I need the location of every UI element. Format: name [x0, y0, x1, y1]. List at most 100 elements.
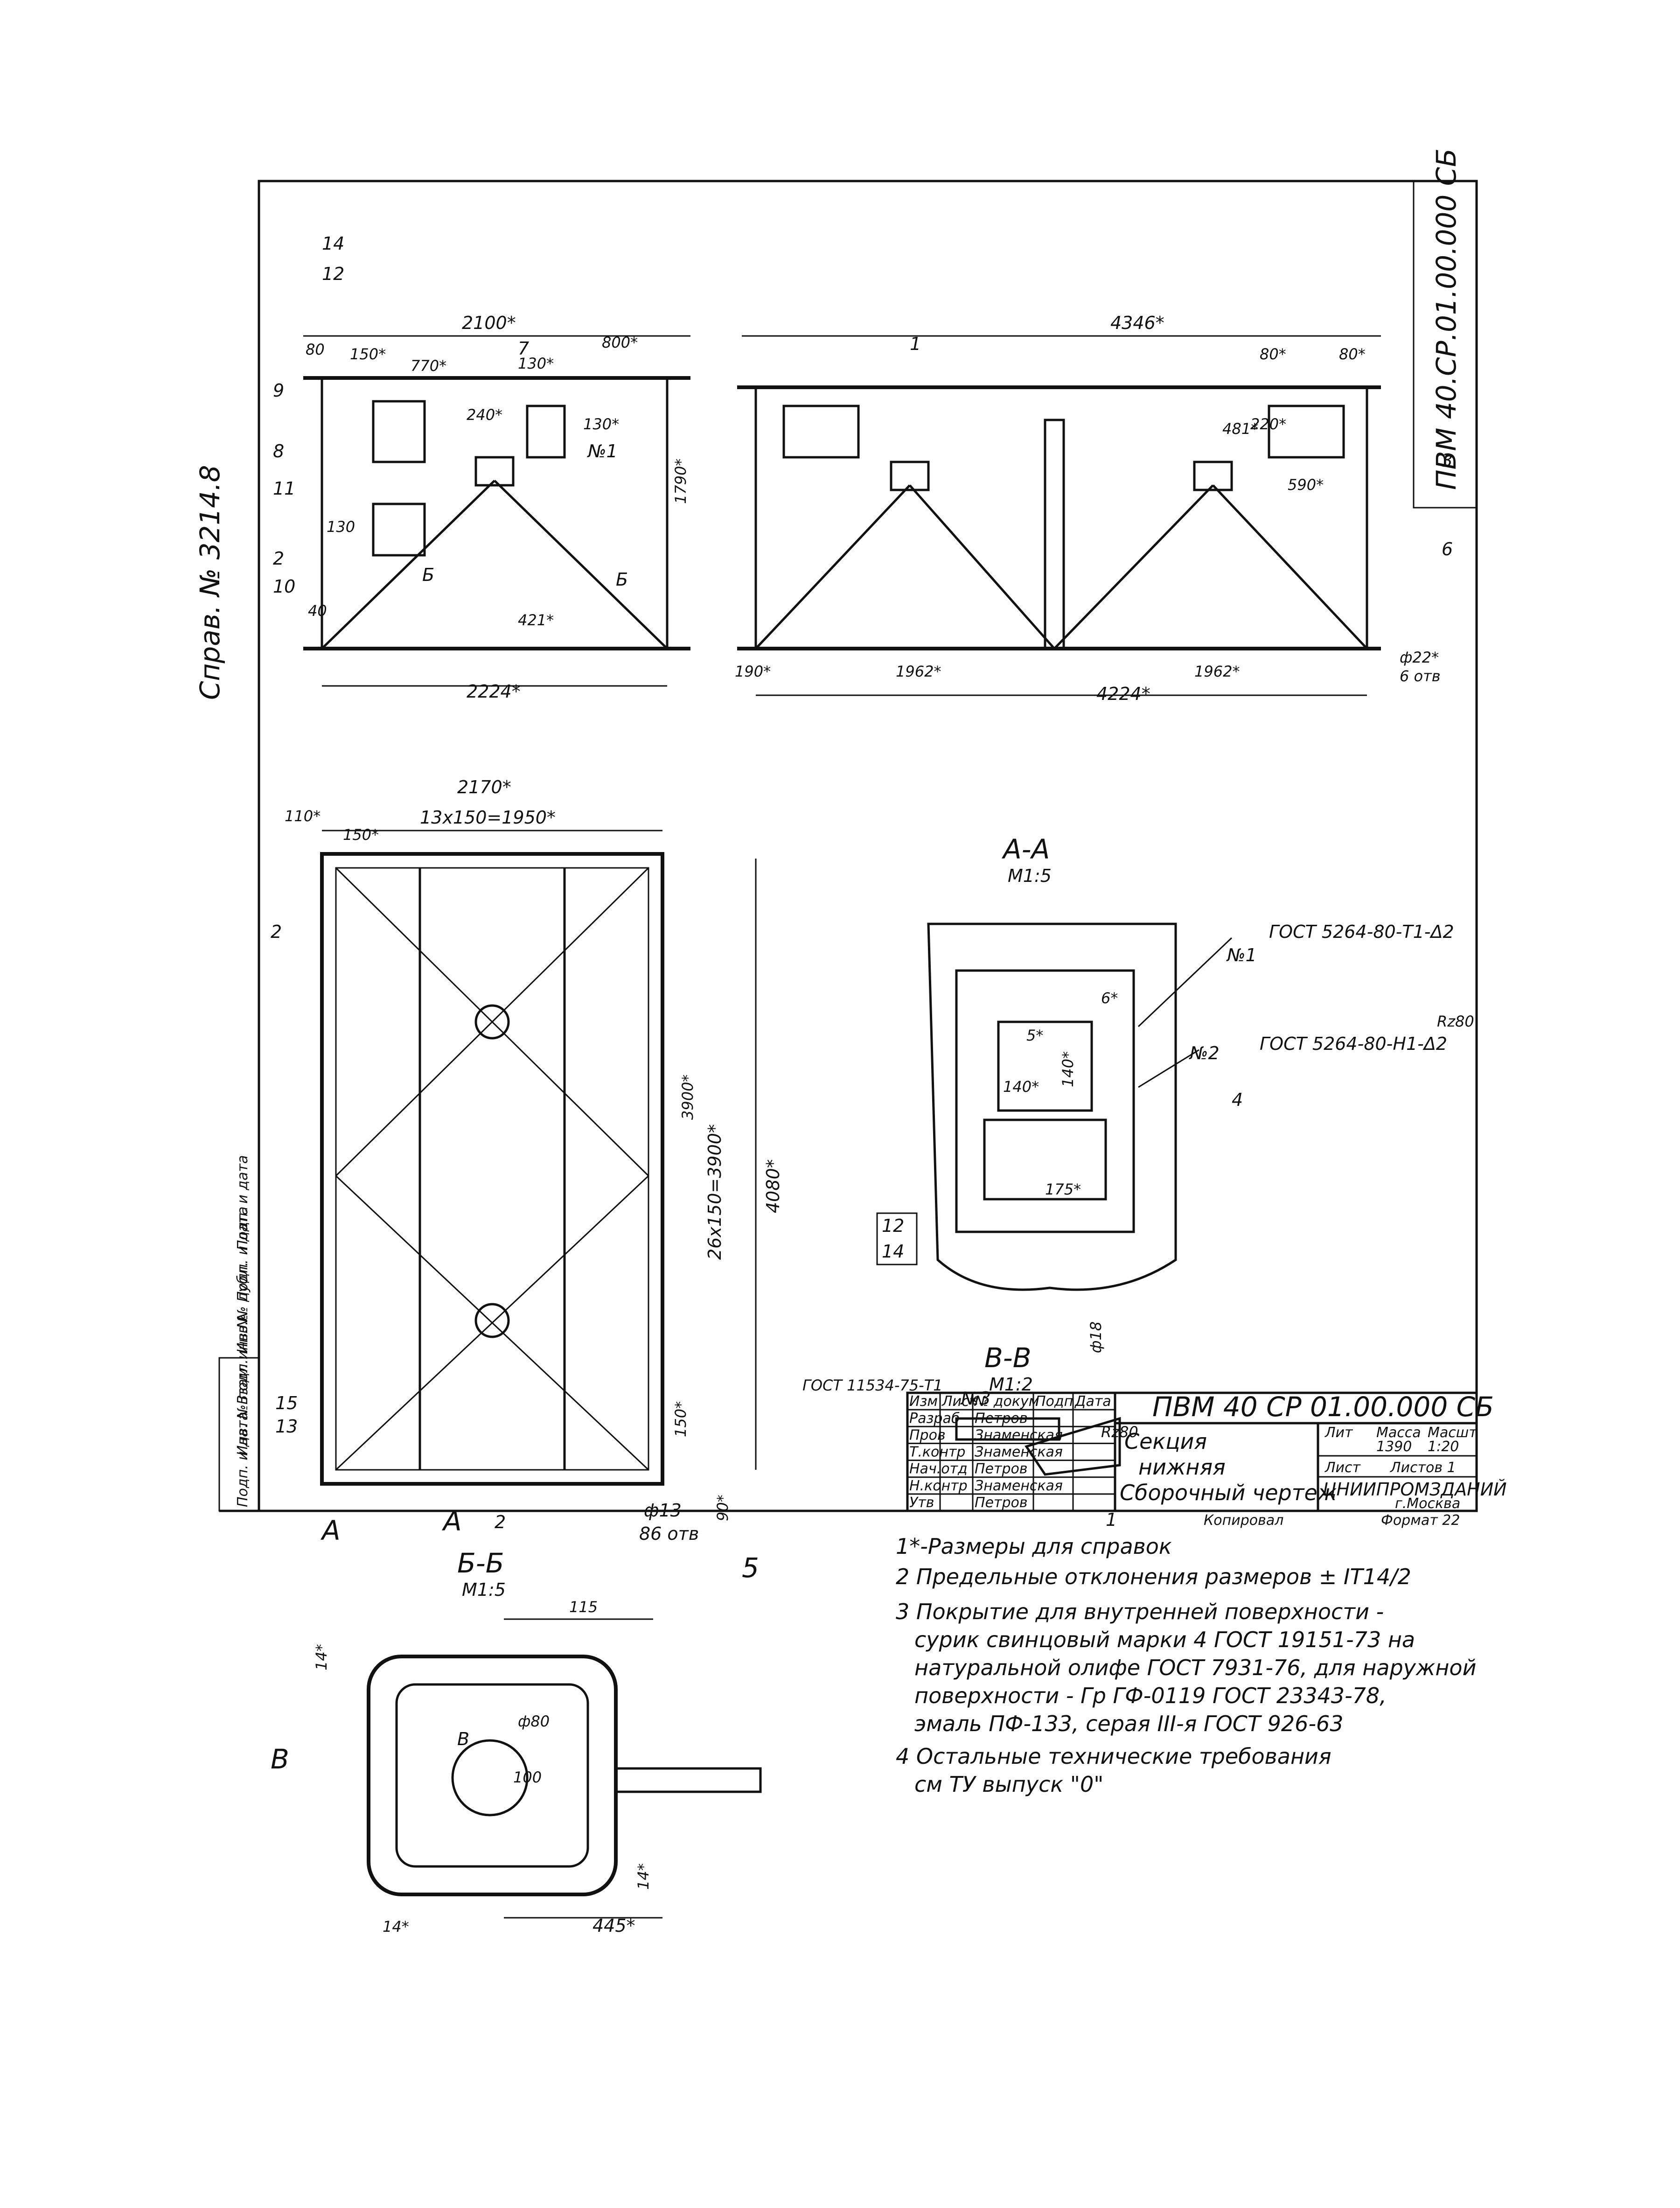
front-box-lower [372, 503, 426, 557]
title-block-code: ПВМ 40 СР 01.00.000 СБ [1152, 1391, 1494, 1423]
plan-dim-c: 3900* [679, 1075, 697, 1120]
title-line-3: Сборочный чертеж [1120, 1480, 1337, 1505]
plan-outer-frame [320, 852, 664, 1486]
side-hopper-1 [890, 461, 930, 491]
section-vv-title: В-В [984, 1342, 1032, 1374]
section-vv-scale: М1:2 [989, 1374, 1033, 1395]
note-3c: поверхности - Гр ГФ-0119 ГОСТ 23343-78, [914, 1683, 1387, 1708]
revision-cell: Знаменская [975, 1444, 1063, 1460]
section-bb-dim-g: 445* [593, 1915, 635, 1936]
front-cut-b-left: Б [422, 565, 434, 585]
front-cut-b-right: Б [616, 569, 628, 590]
side-mid-post [1044, 419, 1065, 650]
revision-cell: Петров [975, 1461, 1028, 1477]
plan-dim-b: 150* [343, 826, 379, 844]
sheet-frame [258, 180, 1478, 1512]
section-bb-dim-f: 14* [383, 1918, 409, 1935]
section-aa-dim-e: 175* [1045, 1181, 1081, 1198]
stamp-col-mass: Масса [1376, 1425, 1421, 1441]
plan-pos-2: 2 [271, 922, 282, 942]
note-3d: эмаль ПФ-133, серая III-я ГОСТ 926-63 [914, 1711, 1344, 1736]
section-bb-dim-b: ф80 [518, 1712, 550, 1730]
revision-cell: Разраб [909, 1410, 960, 1426]
section-bb-scale: М1:5 [462, 1579, 506, 1600]
section-aa-weld-label-2: №2 [1189, 1043, 1220, 1063]
plan-dim-pitch: 13х150=1950* [420, 807, 556, 828]
front-pos-12: 12 [322, 264, 344, 284]
note-3: 3 Покрытие для внутренней поверхности - [896, 1599, 1384, 1624]
side-code-text: ПВМ 40.СР.01.00.000 СБ [1430, 148, 1462, 490]
front-view: 2100* 150* 770* 800* 130* 240* 130* 1790… [273, 233, 690, 702]
section-aa-leader-1 [1137, 937, 1233, 1027]
plan-pos-15: 15 [275, 1393, 298, 1413]
side-dim-g: 220* [1250, 415, 1286, 433]
revision-cell: № докум [974, 1393, 1039, 1410]
section-bb-flange [367, 1655, 618, 1896]
plan-dim-a: 110* [285, 807, 321, 825]
side-dim-f: 80* [1339, 345, 1366, 363]
section-bb-dim-d: 14* [313, 1644, 330, 1670]
front-dim-f: 130* [583, 415, 619, 433]
section-aa-weld-label-1: №1 [1226, 945, 1257, 965]
side-dim-a: 190* [735, 663, 771, 680]
front-pos-8: 8 [273, 441, 284, 461]
plan-cut-a-left: А [320, 1515, 341, 1546]
section-aa-title: А-А [1001, 833, 1050, 865]
plan-dim-holes: 86 отв [639, 1523, 699, 1544]
side-hatch-2 [1268, 405, 1345, 459]
stamp-format: Формат 22 [1381, 1512, 1460, 1529]
section-bb-cut-v-right: В [457, 1729, 469, 1749]
revision-cell: Знаменская [975, 1427, 1063, 1443]
side-brace-4 [1212, 484, 1368, 650]
front-brace-right [494, 480, 668, 650]
sheet-number-middle: 1 [1106, 1509, 1117, 1530]
section-aa-dim-c: 140* [1003, 1078, 1039, 1096]
side-brace-2 [909, 484, 1055, 650]
revision-cell: Н.контр [909, 1478, 968, 1494]
margin-label-5: Подп. и дата [235, 1207, 251, 1302]
section-aa-opening [955, 969, 1135, 1233]
front-weld-1: №1 [587, 441, 618, 461]
section-aa-casing [927, 922, 1177, 1291]
front-pos-2: 2 [273, 548, 284, 569]
side-code-box [1413, 180, 1478, 509]
stamp-scale: 1:20 [1428, 1439, 1459, 1455]
plan-dim-e: 90* [714, 1495, 732, 1521]
note-3b: натуральной олифе ГОСТ 7931-76, для нару… [914, 1655, 1476, 1680]
plan-dim-pitch-long: 26х150=3900* [704, 1124, 725, 1260]
revision-cell: Лист [941, 1393, 978, 1410]
section-aa: А-А М1:5 ГОСТ 5264-80-Т1-Δ2 ГОСТ 5264-80… [876, 833, 1474, 1291]
section-bb-inner [395, 1683, 589, 1868]
front-pos-10: 10 [273, 576, 295, 597]
section-bb-title: Б-Б [457, 1547, 504, 1579]
section-bb: Б-Б М1:5 115 ф80 100 14* 14* 14* 445* 5 … [271, 1547, 762, 1936]
side-dim-holes: ф22* [1400, 649, 1439, 666]
margin-label-4: Инв.№ дубл. [235, 1262, 251, 1353]
section-aa-weld-1: ГОСТ 5264-80-Т1-Δ2 [1269, 922, 1454, 942]
side-view: 4346* 190* 1962* 1962* 4224* 80* 481* 80… [735, 313, 1453, 704]
left-stamp-text: Справ. № 3214.8 [194, 465, 226, 700]
section-aa-scale: М1:5 [1008, 866, 1052, 886]
revision-cell: Изм [909, 1393, 938, 1410]
stamp-col-lit: Лит [1324, 1425, 1353, 1441]
sheet-number-bottom: 2 [495, 1512, 506, 1532]
section-vv-dim-a: ф18 [1087, 1321, 1105, 1353]
section-aa-dim-b: 5* [1026, 1027, 1043, 1044]
side-pos-1: 1 [910, 334, 921, 354]
plan-pos-13: 13 [275, 1416, 298, 1437]
left-margin-stamp [218, 1357, 260, 1512]
plan-dim-hole: ф13 [644, 1500, 682, 1521]
front-dim-d: 130* [518, 355, 554, 372]
stamp-copied: Копировал [1204, 1512, 1283, 1529]
section-aa-pos-box [876, 1212, 918, 1265]
side-dim-b: 1962* [896, 663, 941, 680]
section-aa-hatch [997, 1020, 1093, 1112]
section-aa-dim-d: 140* [1059, 1051, 1077, 1087]
section-aa-pos-12: 12 [882, 1216, 904, 1236]
front-dim-b: 770* [411, 357, 446, 375]
revision-cell: Т.контр [909, 1444, 965, 1460]
revision-cell: Утв [909, 1495, 934, 1511]
front-dim-height: 1790* [672, 459, 690, 504]
front-box-upper [372, 400, 426, 463]
